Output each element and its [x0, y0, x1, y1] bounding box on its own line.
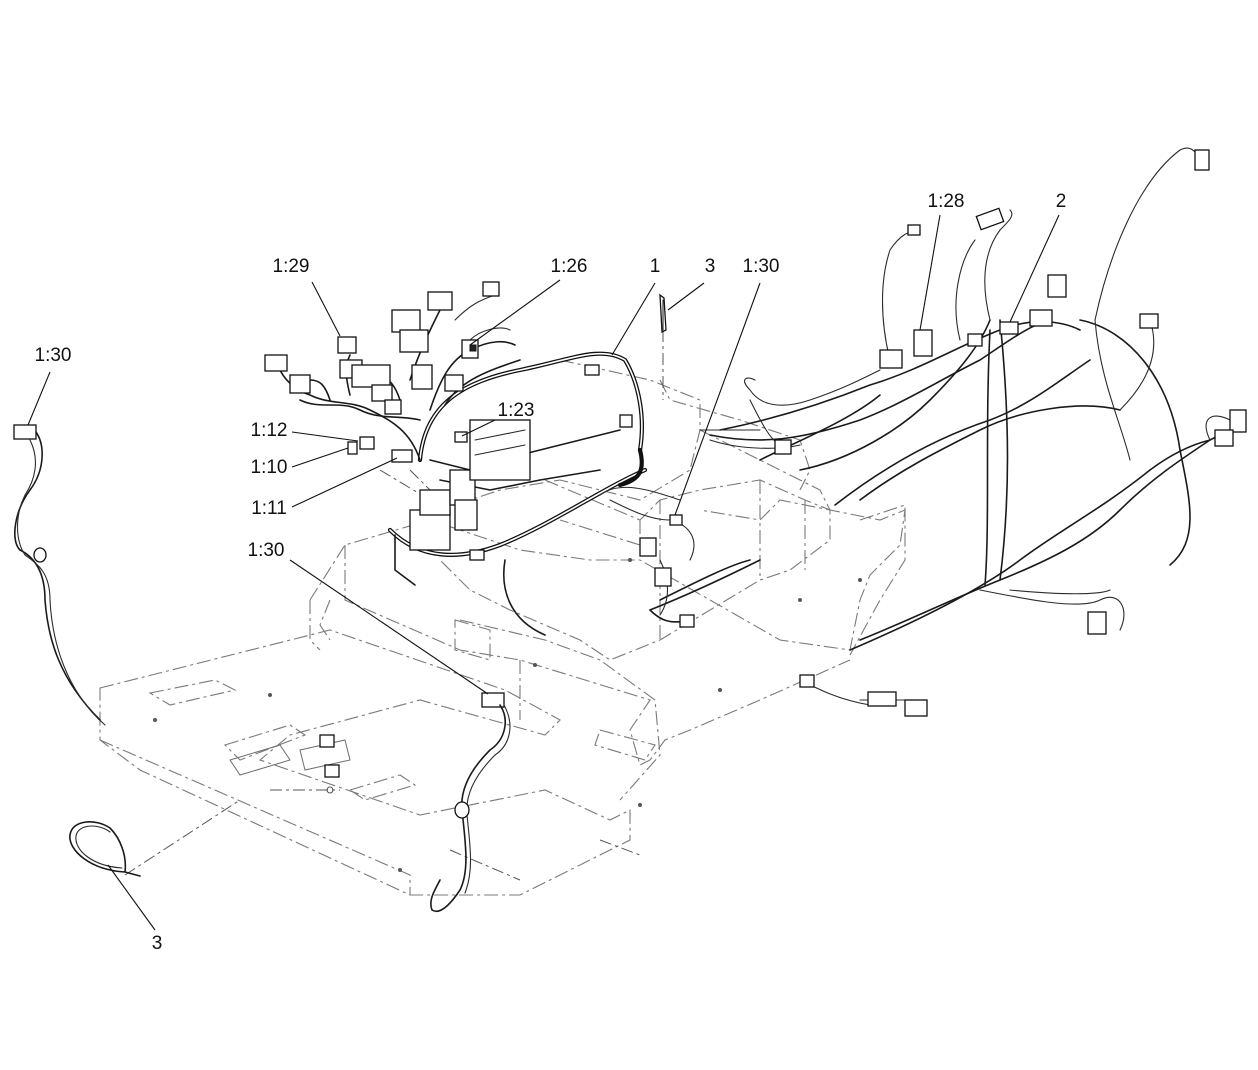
callout-1: 1 [650, 256, 661, 277]
callout-1-30-mid: 1:30 [248, 540, 285, 561]
mid-sensor-wire [430, 692, 511, 912]
callout-2: 2 [1056, 191, 1067, 212]
relay-block [409, 419, 531, 551]
connector-plug [1194, 149, 1210, 171]
chassis-frame [99, 330, 906, 896]
bracket-details [153, 558, 862, 872]
fuse-connector-123 [454, 431, 468, 443]
fuse-parts [347, 436, 413, 463]
callout-1-30-top: 1:30 [743, 256, 780, 277]
callout-1-12: 1:12 [251, 420, 288, 441]
callout-1-11: 1:11 [251, 498, 287, 519]
callout-3-bottom: 3 [152, 933, 163, 954]
connector-plug [264, 354, 288, 372]
leader-lines [27, 214, 1060, 931]
callout-1-28: 1:28 [928, 191, 965, 212]
callout-3-top: 3 [705, 256, 716, 277]
callout-1-30-left: 1:30 [35, 345, 72, 366]
callout-1-26: 1:26 [551, 256, 588, 277]
connector-128 [913, 329, 933, 357]
callout-1-29: 1:29 [273, 256, 310, 277]
callout-labels: 1:29 1:26 1 3 1:30 1:28 2 1:30 1:12 1:10… [35, 191, 1067, 954]
cable-tie-top [659, 293, 667, 334]
callout-1-10: 1:10 [251, 457, 288, 478]
callout-1-23: 1:23 [498, 400, 535, 421]
under-tray-harness [639, 514, 761, 628]
rear-harness-2 [699, 147, 1247, 717]
left-sensor-wire [13, 424, 106, 726]
connector-cluster [264, 281, 521, 461]
connector-130 [13, 424, 37, 440]
main-harness-1 [387, 351, 695, 636]
cable-tie-bottom [69, 821, 141, 877]
